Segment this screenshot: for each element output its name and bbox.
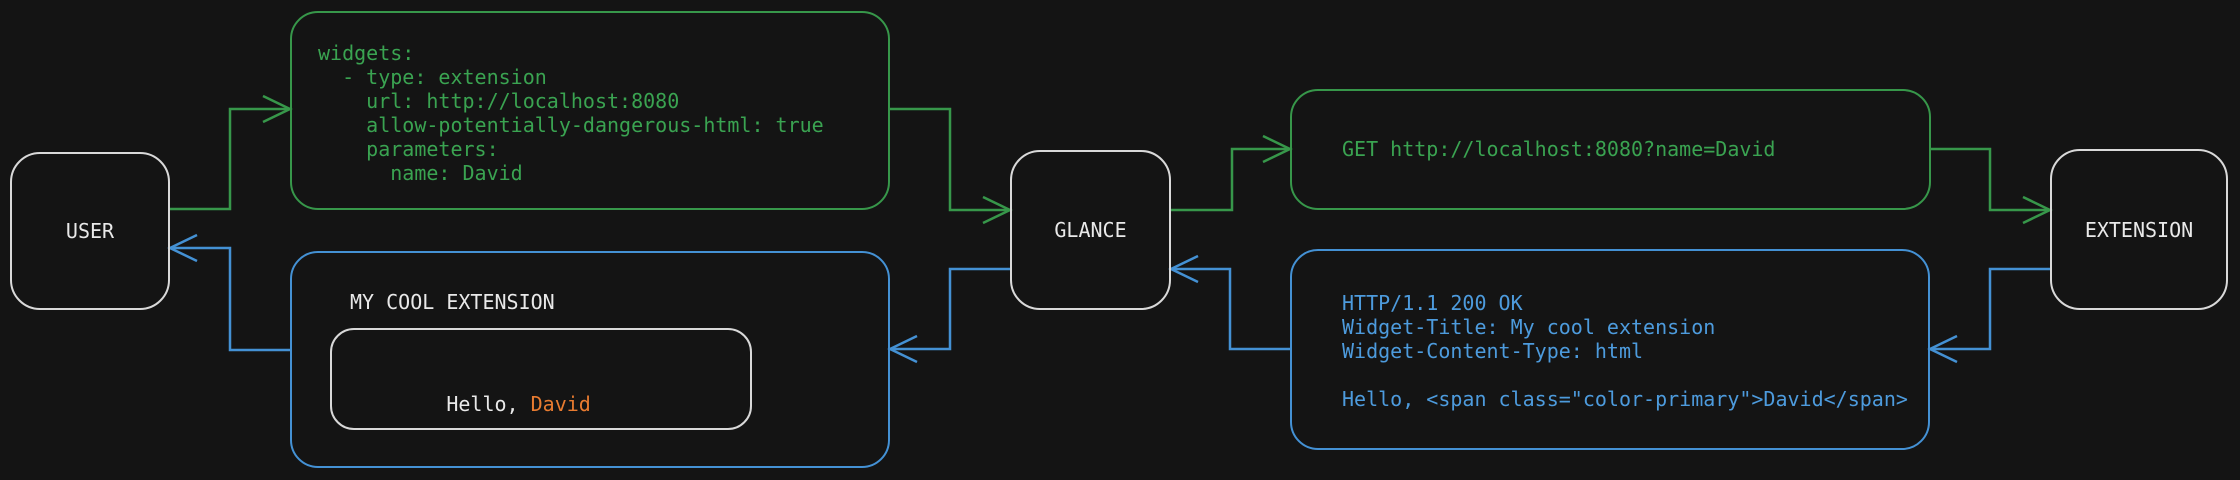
user-node: USER [10,152,170,310]
arrow-shaft [1931,147,2050,212]
http-request-code: GET http://localhost:8080?name=David [1342,137,1776,161]
arrowhead-left-icon [1168,254,1199,284]
arrow-glance-to-request [1171,134,1293,212]
widget-greeting: Hello, David [350,368,591,440]
glance-node: GLANCE [1010,150,1171,310]
arrow-extension-to-response [1927,267,2050,364]
arrowhead-left-icon [887,334,918,364]
greeting-name: David [530,392,591,416]
widget-content-box: Hello, David [330,328,752,430]
widget-preview-box: MY COOL EXTENSION Hello, David [290,251,890,468]
arrow-shaft [170,246,290,352]
widget-title: MY COOL EXTENSION [350,290,555,314]
http-response-code: HTTP/1.1 200 OK Widget-Title: My cool ex… [1342,291,1908,411]
arrow-shaft [890,267,1010,351]
user-node-label: USER [65,219,115,243]
http-response-box: HTTP/1.1 200 OK Widget-Title: My cool ex… [1290,249,1930,450]
arrow-widget-to-user [167,233,290,352]
arrowhead-left-icon [167,233,198,263]
arrow-shaft [890,107,1010,212]
config-yaml-code: widgets: - type: extension url: http://l… [318,41,824,185]
arrowhead-left-icon [1927,334,1958,364]
greeting-prefix: Hello, [446,392,531,416]
extension-node: EXTENSION [2050,149,2228,310]
arrow-shaft [1171,147,1290,212]
arrow-config-to-glance [890,107,1013,225]
arrow-glance-to-widget [887,267,1010,364]
extension-node-label: EXTENSION [2084,217,2194,242]
arrow-response-to-glance [1168,254,1290,351]
arrow-user-to-config [170,94,293,211]
arrow-shaft [1930,267,2050,351]
arrow-request-to-extension [1931,147,2053,225]
http-request-box: GET http://localhost:8080?name=David [1290,89,1931,210]
arrow-shaft [1171,267,1290,351]
glance-node-label: GLANCE [1054,218,1127,242]
arrow-shaft [170,107,290,211]
config-yaml-box: widgets: - type: extension url: http://l… [290,11,890,210]
